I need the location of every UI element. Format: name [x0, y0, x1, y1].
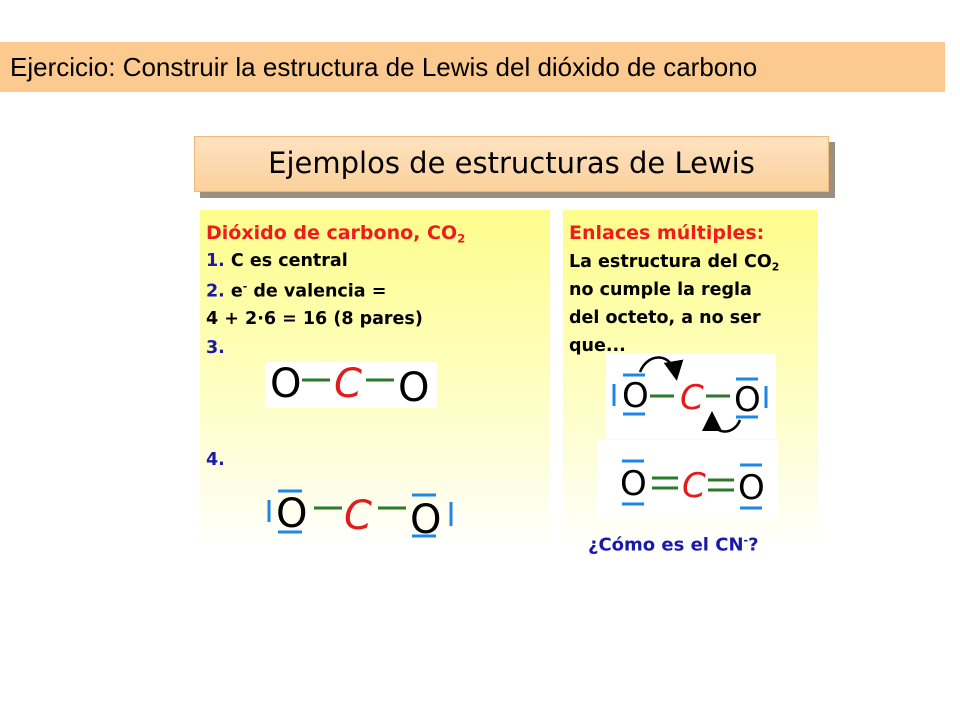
right-line-4: que...	[569, 336, 626, 356]
slide-title: Ejercicio: Construir la estructura de Le…	[10, 52, 758, 82]
r2-carbon: C	[682, 466, 706, 506]
r1-oxygen-right: O	[734, 380, 761, 420]
banner	[194, 136, 829, 192]
r1-lone-pairs	[612, 373, 768, 419]
s3-oxygen-left: O	[270, 361, 302, 407]
r2-oxygen-left: O	[620, 464, 647, 504]
s4-oxygen-right: O	[410, 497, 442, 543]
step-1: 1. C es central	[206, 251, 348, 271]
step-4: 4.	[206, 450, 225, 470]
right-line-2: no cumple la regla	[569, 280, 752, 300]
right-line-1: La estructura del CO2	[569, 252, 780, 274]
structure-3-box	[265, 362, 437, 408]
question-cn: ¿Cómo es el CN-?	[588, 534, 759, 556]
r1-arrow-top	[638, 356, 684, 381]
title-bar	[0, 42, 945, 92]
step-2-calc: 4 + 2·6 = 16 (8 pares)	[206, 309, 423, 329]
right-line-3: del octeto, a no ser	[569, 308, 761, 328]
step-3: 3.	[206, 338, 225, 358]
r2-oxygen-right: O	[738, 468, 765, 508]
left-heading: Dióxido de carbono, CO2	[206, 222, 466, 246]
right-heading: Enlaces múltiples:	[569, 222, 765, 244]
s4-lone-pairs	[267, 489, 453, 538]
s3-carbon: C	[334, 361, 362, 407]
r1-carbon: C	[680, 378, 704, 418]
r1-oxygen-left: O	[622, 376, 649, 416]
banner-title: Ejemplos de estructuras de Lewis	[268, 146, 755, 180]
r2-double-bonds	[652, 476, 734, 492]
s4-carbon: C	[344, 493, 372, 539]
r1-arrow-bottom	[702, 411, 742, 433]
s4-oxygen-left: O	[276, 491, 308, 537]
s3-oxygen-right: O	[398, 365, 430, 411]
r2-lone-pairs	[622, 459, 762, 510]
step-2: 2. e- de valencia =	[206, 280, 387, 302]
structure-rearrange-box	[606, 353, 776, 439]
